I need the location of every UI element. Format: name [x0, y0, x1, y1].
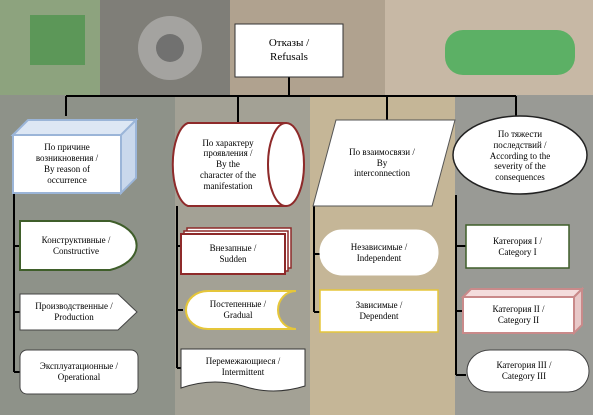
category-interconnection-label: По взаимосвязи / By interconnection — [349, 146, 415, 179]
item-constructive-label: Конструктивные /Constructive — [41, 234, 111, 256]
category-character-shape — [171, 122, 305, 207]
category-reason-shape — [10, 117, 139, 196]
item-independent-label: Независимые /Independent — [350, 241, 408, 263]
item-gradual-shape — [185, 290, 297, 330]
category-interconnection-shape — [312, 119, 456, 207]
item-category-2-label: Категория II /Category II — [492, 304, 545, 325]
item-dependent-shape — [319, 289, 439, 333]
item-constructive-shape — [19, 220, 138, 271]
item-production-label: Производственные /Production — [35, 301, 113, 322]
item-category-3-label: Категория III /Category III — [496, 360, 552, 381]
item-category-3-shape — [466, 349, 590, 393]
category-character-label: По характеру проявления / By the charact… — [200, 137, 256, 191]
item-operational-label: Эксплуатационные /Operational — [39, 361, 119, 382]
root-node-label: Отказы / Refusals — [235, 24, 343, 77]
root-line-2: Refusals — [270, 50, 308, 63]
item-category-1-label: Категория I /Category I — [493, 235, 542, 257]
item-intermittent-shape — [180, 348, 306, 392]
category-severity-shape — [452, 115, 588, 195]
item-production-shape — [19, 293, 138, 331]
item-gradual-label: Постепенные /Gradual — [209, 299, 267, 320]
item-sudden-shape — [180, 227, 292, 275]
item-independent-shape — [319, 229, 439, 276]
item-dependent-label: Зависимые /Dependent — [355, 300, 403, 321]
item-category-2-shape — [460, 286, 585, 336]
item-operational-shape — [19, 349, 139, 395]
root-node-shape — [234, 23, 344, 78]
root-line-1: Отказы / — [268, 37, 310, 50]
item-category-1-shape — [465, 224, 570, 269]
connector-lines — [13, 77, 517, 376]
category-severity-label: По тяжести последствий / According to th… — [489, 129, 551, 183]
item-intermittent-label: Перемежающиеся /Intermittent — [205, 356, 281, 377]
category-reason-label: По причине возникновения / By reason of … — [35, 142, 99, 185]
item-sudden-label: Внезапные /Sudden — [209, 243, 257, 264]
